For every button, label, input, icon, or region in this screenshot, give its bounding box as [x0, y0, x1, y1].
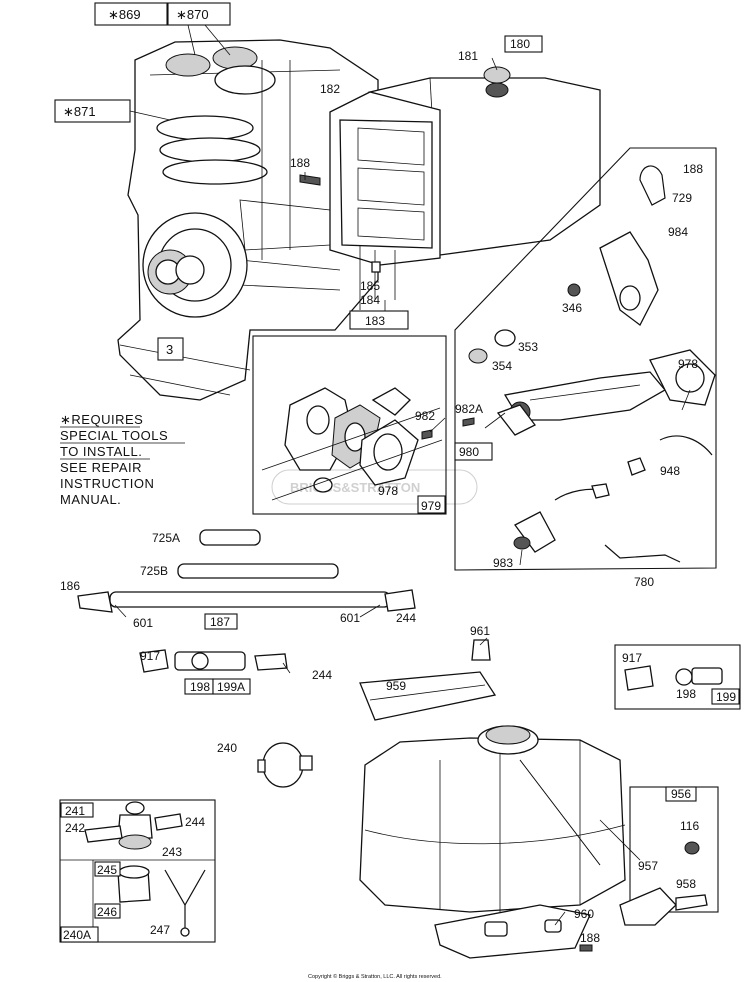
callout-boxes: [54, 2, 740, 943]
label-240: 240: [217, 741, 237, 755]
note-line-4: SEE REPAIR: [60, 460, 142, 475]
label-982a: 982A: [455, 402, 483, 416]
label-346: 346: [562, 301, 582, 315]
fuel-tank: [359, 725, 626, 959]
label-948: 948: [660, 464, 680, 478]
label-198-right: 198: [676, 687, 696, 701]
label-188-tank: 188: [580, 931, 600, 945]
label-240a: 240A: [63, 928, 91, 942]
label-3: 3: [166, 342, 173, 357]
label-183: 183: [365, 314, 385, 328]
label-917-right: 917: [622, 651, 642, 665]
label-869: ∗869: [108, 7, 141, 22]
label-182: 182: [320, 82, 340, 96]
label-244-line: 244: [396, 611, 416, 625]
label-959: 959: [386, 679, 406, 693]
label-199: 199: [716, 690, 736, 704]
label-244-fitting: 244: [312, 668, 332, 682]
insert-956-group: [619, 786, 719, 926]
label-185: 185: [360, 279, 380, 293]
label-960: 960: [574, 907, 594, 921]
label-353: 353: [518, 340, 538, 354]
label-984: 984: [668, 225, 688, 239]
label-198-left: 198: [190, 680, 210, 694]
insert-199-group: [614, 644, 741, 710]
label-354: 354: [492, 359, 512, 373]
fuel-filter: [257, 742, 313, 788]
label-917-left: 917: [140, 649, 160, 663]
carburetor-group: [454, 147, 717, 571]
label-871: ∗871: [63, 104, 96, 119]
label-956: 956: [671, 787, 691, 801]
gasket-group: [359, 639, 497, 721]
label-187: 187: [210, 615, 230, 629]
label-116: 116: [680, 819, 699, 833]
label-978-insert: 978: [378, 484, 398, 498]
label-980: 980: [459, 445, 479, 459]
label-242: 242: [65, 821, 85, 835]
label-725b: 725B: [140, 564, 168, 578]
label-979: 979: [421, 499, 441, 513]
label-246: 246: [97, 905, 117, 919]
note-line-1: ∗REQUIRES: [60, 412, 143, 427]
insert-979-group: [252, 335, 447, 515]
note-line-3: TO INSTALL.: [60, 444, 142, 459]
note-line-2: SPECIAL TOOLS: [60, 428, 168, 443]
label-957: 957: [638, 859, 658, 873]
label-199a: 199A: [217, 680, 245, 694]
label-186: 186: [60, 579, 80, 593]
part-labels: ∗869 ∗870 ∗871 180 181 182 188 185 184 1…: [60, 7, 736, 945]
note-line-5: INSTRUCTION: [60, 476, 154, 491]
label-188-bracket: 188: [683, 162, 703, 176]
label-241: 241: [65, 804, 85, 818]
label-601-right: 601: [340, 611, 360, 625]
insert-240a-group: [59, 799, 216, 943]
copyright-text: Copyright © Briggs & Stratton, LLC. All …: [308, 973, 442, 980]
label-181: 181: [458, 49, 478, 63]
label-243: 243: [162, 845, 182, 859]
label-188-block: 188: [290, 156, 310, 170]
watermark-text: BRIGGS&STRATTON: [290, 480, 420, 495]
label-184: 184: [360, 293, 380, 307]
label-729: 729: [672, 191, 692, 205]
label-247: 247: [150, 923, 170, 937]
label-245: 245: [97, 863, 117, 877]
air-cleaner: [329, 66, 601, 310]
label-978-carb: 978: [678, 357, 698, 371]
cylinder-block: [117, 39, 379, 401]
label-180: 180: [510, 37, 530, 51]
leader-lines: [114, 24, 691, 926]
label-601-left: 601: [133, 616, 153, 630]
label-961: 961: [470, 624, 490, 638]
label-983: 983: [493, 556, 513, 570]
label-870: ∗870: [176, 7, 209, 22]
special-tools-note: ∗REQUIRES SPECIAL TOOLS TO INSTALL. SEE …: [60, 412, 185, 507]
label-780: 780: [634, 575, 654, 589]
note-line-6: MANUAL.: [60, 492, 121, 507]
label-244-valve: 244: [185, 815, 205, 829]
label-725a: 725A: [152, 531, 180, 545]
label-982: 982: [415, 409, 435, 423]
fuel-line-parts: [77, 529, 416, 673]
label-958: 958: [676, 877, 696, 891]
